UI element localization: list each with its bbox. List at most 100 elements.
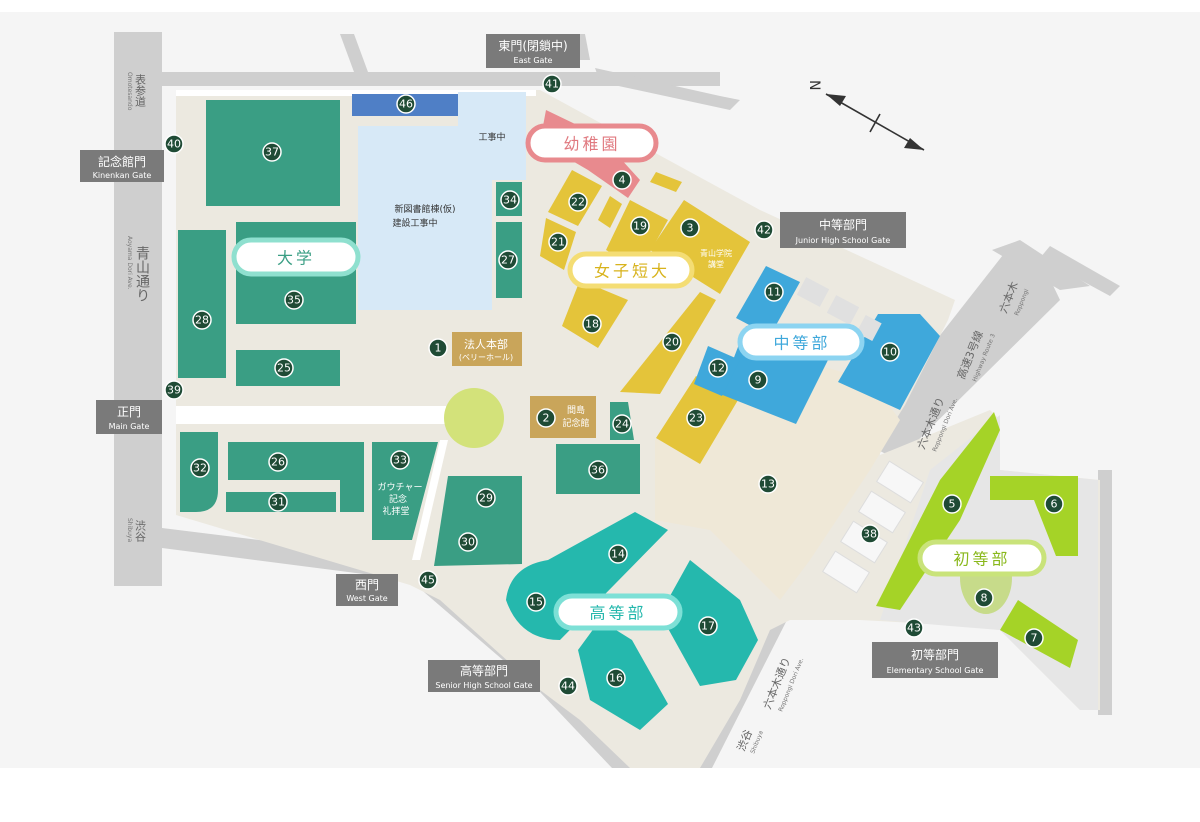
marker-29[interactable]: 29 [476, 488, 496, 508]
marker-37[interactable]: 37 [262, 142, 282, 162]
marker-21[interactable]: 21 [548, 232, 568, 252]
svg-text:42: 42 [757, 224, 771, 237]
marker-22[interactable]: 22 [568, 192, 588, 212]
svg-text:East Gate: East Gate [514, 56, 553, 65]
marker-41[interactable]: 41 [542, 74, 562, 94]
marker-4[interactable]: 4 [612, 170, 632, 190]
junior-high-gate-sign[interactable]: 中等部門 Junior High School Gate [780, 212, 906, 248]
svg-text:7: 7 [1031, 632, 1038, 645]
svg-text:6: 6 [1051, 498, 1058, 511]
marker-46[interactable]: 46 [396, 94, 416, 114]
svg-text:Junior High School Gate: Junior High School Gate [795, 236, 891, 245]
marker-17[interactable]: 17 [698, 616, 718, 636]
junior-college-label: 女子短大 [567, 251, 695, 289]
marker-33[interactable]: 33 [390, 450, 410, 470]
marker-45[interactable]: 45 [418, 570, 438, 590]
svg-text:18: 18 [585, 318, 599, 331]
svg-text:46: 46 [399, 98, 413, 111]
marker-44[interactable]: 44 [558, 676, 578, 696]
svg-text:記念館門: 記念館門 [98, 154, 146, 169]
svg-text:22: 22 [571, 196, 585, 209]
svg-text:34: 34 [503, 194, 517, 207]
marker-18[interactable]: 18 [582, 314, 602, 334]
east-gate-sign[interactable]: 東門(閉鎖中) East Gate [486, 34, 580, 68]
kinenkan-gate-sign[interactable]: 記念館門 Kinenkan Gate [80, 150, 164, 182]
svg-text:高等部門: 高等部門 [460, 663, 508, 678]
marker-30[interactable]: 30 [458, 532, 478, 552]
marker-27[interactable]: 27 [498, 250, 518, 270]
svg-text:36: 36 [591, 464, 605, 477]
marker-26[interactable]: 26 [268, 452, 288, 472]
hq-label-2: (ベリーホール) [459, 353, 513, 362]
svg-text:Main Gate: Main Gate [109, 422, 150, 431]
marker-15[interactable]: 15 [526, 592, 546, 612]
marker-25[interactable]: 25 [274, 358, 294, 378]
marker-32[interactable]: 32 [190, 458, 210, 478]
svg-text:27: 27 [501, 254, 515, 267]
elementary-gate-sign[interactable]: 初等部門 Elementary School Gate [872, 642, 998, 678]
svg-text:1: 1 [435, 342, 442, 355]
svg-text:Senior High School Gate: Senior High School Gate [435, 681, 532, 690]
marker-2[interactable]: 2 [536, 408, 556, 428]
marker-14[interactable]: 14 [608, 544, 628, 564]
marker-43[interactable]: 43 [904, 618, 924, 638]
university-label: 大学 [231, 237, 361, 277]
chapel-label-3: 礼拝堂 [382, 505, 409, 517]
marker-13[interactable]: 13 [758, 474, 778, 494]
svg-text:17: 17 [701, 620, 715, 633]
marker-3[interactable]: 3 [680, 218, 700, 238]
svg-text:25: 25 [277, 362, 291, 375]
chapel-label-2: 記念 [389, 493, 407, 505]
building-28 [178, 230, 226, 378]
location-markers: 1 2 3 4 5 6 7 8 9 10 11 12 13 14 15 16 1… [164, 74, 1064, 696]
marker-34[interactable]: 34 [500, 190, 520, 210]
senior-high-gate-sign[interactable]: 高等部門 Senior High School Gate [428, 660, 540, 692]
building-18 [562, 280, 628, 348]
marker-36[interactable]: 36 [588, 460, 608, 480]
marker-16[interactable]: 16 [606, 668, 626, 688]
west-gate-sign[interactable]: 西門 West Gate [336, 574, 398, 606]
svg-text:26: 26 [271, 456, 285, 469]
marker-8[interactable]: 8 [974, 588, 994, 608]
new-library-label-2: 建設工事中 [392, 217, 437, 229]
marker-23[interactable]: 23 [686, 408, 706, 428]
main-gate-sign[interactable]: 正門 Main Gate [96, 400, 162, 434]
new-library-label-1: 新図書館棟(仮) [394, 203, 455, 215]
svg-text:女子短大: 女子短大 [594, 262, 670, 281]
marker-39[interactable]: 39 [164, 380, 184, 400]
marker-1[interactable]: 1 [428, 338, 448, 358]
svg-text:正門: 正門 [117, 405, 141, 419]
marker-42[interactable]: 42 [754, 220, 774, 240]
svg-text:初等部: 初等部 [953, 550, 1010, 569]
aoyama-dori-road [114, 32, 162, 586]
marker-7[interactable]: 7 [1024, 628, 1044, 648]
svg-text:中等部門: 中等部門 [819, 217, 867, 232]
mashima-label-2: 記念館 [562, 417, 589, 429]
building-29-30 [434, 476, 522, 566]
marker-40[interactable]: 40 [164, 134, 184, 154]
building-11 [736, 266, 800, 336]
marker-28[interactable]: 28 [192, 310, 212, 330]
right-vertical-road [1098, 470, 1112, 715]
marker-6[interactable]: 6 [1044, 494, 1064, 514]
marker-35[interactable]: 35 [284, 290, 304, 310]
marker-9[interactable]: 9 [748, 370, 768, 390]
marker-19[interactable]: 19 [630, 216, 650, 236]
marker-31[interactable]: 31 [268, 492, 288, 512]
northeast-road [595, 68, 740, 110]
svg-text:Aoyama Dori Ave.: Aoyama Dori Ave. [126, 236, 133, 290]
marker-20[interactable]: 20 [662, 332, 682, 352]
building-14-15 [506, 512, 668, 640]
svg-text:幼稚園: 幼稚園 [563, 135, 620, 154]
svg-text:43: 43 [907, 622, 921, 635]
marker-11[interactable]: 11 [764, 282, 784, 302]
chapel-label-1: ガウチャー [378, 482, 423, 493]
marker-24[interactable]: 24 [612, 414, 632, 434]
svg-text:東門(閉鎖中): 東門(閉鎖中) [498, 38, 567, 53]
marker-5[interactable]: 5 [942, 494, 962, 514]
streets [114, 32, 1120, 768]
marker-10[interactable]: 10 [880, 342, 900, 362]
junior-high-label: 中等部 [737, 323, 865, 361]
marker-12[interactable]: 12 [708, 358, 728, 378]
marker-38[interactable]: 38 [860, 524, 880, 544]
